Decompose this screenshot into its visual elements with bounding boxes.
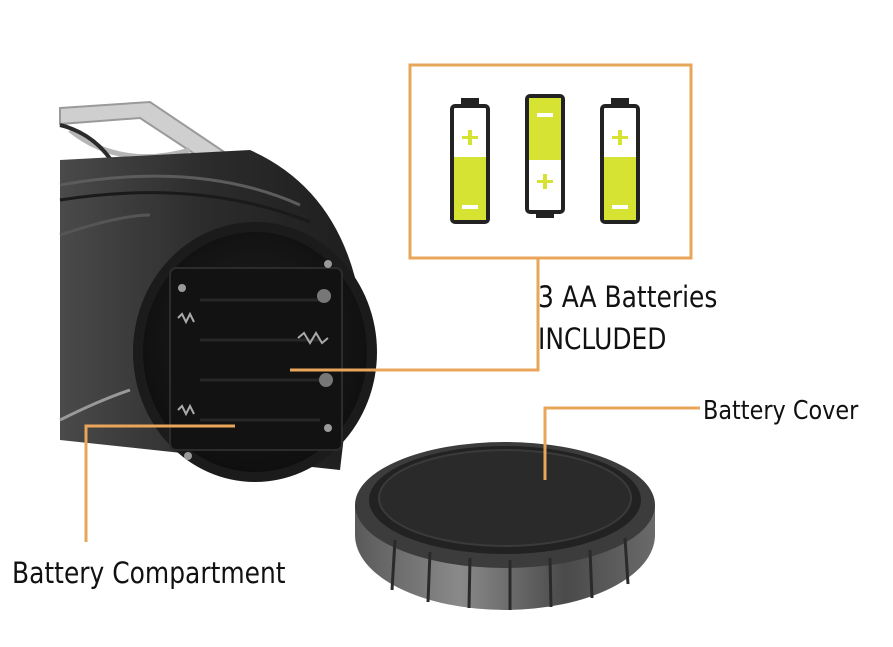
battery-cover-label: Battery Cover xyxy=(703,396,859,426)
callout-compartment xyxy=(84,424,235,542)
battery-icon xyxy=(600,98,640,224)
battery-compartment xyxy=(133,222,377,482)
batteries-included-label: 3 AA Batteries INCLUDED xyxy=(538,276,717,360)
callout-batteries xyxy=(290,257,540,372)
batteries-label-line2: INCLUDED xyxy=(538,322,667,356)
battery-cover xyxy=(355,442,655,610)
battery-compartment-label: Battery Compartment xyxy=(12,556,286,590)
batteries-label-line1: 3 AA Batteries xyxy=(538,280,718,314)
callout-cover xyxy=(543,406,700,480)
battery-icon xyxy=(525,94,565,218)
callout-lines xyxy=(84,257,700,542)
battery-icon xyxy=(450,98,490,224)
